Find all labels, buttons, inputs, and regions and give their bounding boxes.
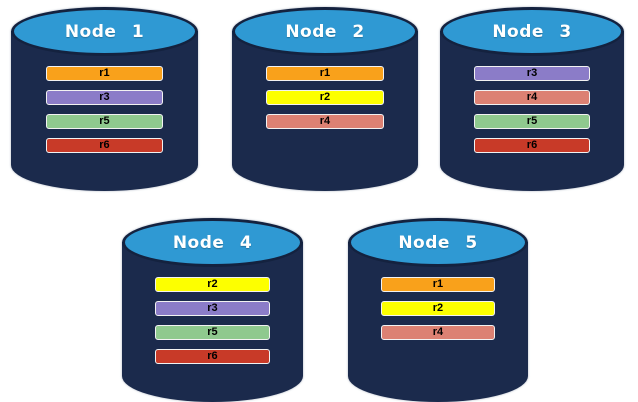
cylinder-body [11, 31, 198, 191]
replica-bar: r3 [474, 66, 590, 81]
replica-bar: r4 [266, 114, 384, 129]
replica-bar: r2 [266, 90, 384, 105]
node-title: Node 4 [172, 232, 253, 253]
replica-list: r2 r3 r5 r6 [122, 277, 303, 364]
cylinder-top: Node 3 [440, 7, 624, 56]
node-title: Node 2 [285, 21, 365, 42]
replica-bar: r6 [474, 138, 590, 153]
cylinder-top: Node 5 [348, 218, 528, 267]
replica-list: r3 r4 r5 r6 [440, 66, 624, 153]
replica-bar: r3 [45, 90, 164, 105]
node-cylinder-2: Node 2 r1 r2 r4 [232, 7, 418, 191]
node-cylinder-1: Node 1 r1 r3 r5 r6 [11, 7, 198, 191]
replica-bar: r5 [45, 114, 164, 129]
node-cylinder-4: Node 4 r2 r3 r5 r6 [122, 218, 303, 402]
cylinder-body [232, 31, 418, 191]
replica-bar: r1 [266, 66, 384, 81]
node-cylinder-3: Node 3 r3 r4 r5 r6 [440, 7, 624, 191]
cylinder-body [440, 31, 624, 191]
node-title: Node 5 [398, 232, 478, 253]
cylinder-top: Node 4 [122, 218, 303, 267]
replica-bar: r2 [381, 301, 495, 316]
replica-bar: r4 [474, 90, 590, 105]
replica-bar: r5 [155, 325, 270, 340]
cylinder-body [122, 242, 303, 402]
replica-bar: r4 [381, 325, 495, 340]
replica-list: r1 r3 r5 r6 [11, 66, 198, 153]
node-title: Node 3 [492, 21, 572, 42]
cylinder-body [348, 242, 528, 402]
replica-list: r1 r2 r4 [232, 66, 418, 129]
replica-bar: r3 [155, 301, 270, 316]
replica-bar: r6 [155, 349, 270, 364]
cylinder-top: Node 1 [11, 7, 198, 56]
cylinder-top: Node 2 [232, 7, 418, 56]
replica-list: r1 r2 r4 [348, 277, 528, 340]
replica-bar: r6 [45, 138, 164, 153]
node-cylinder-5: Node 5 r1 r2 r4 [348, 218, 528, 402]
node-title: Node 1 [64, 21, 145, 42]
replica-bar: r2 [155, 277, 270, 292]
replica-bar: r1 [381, 277, 495, 292]
replica-bar: r5 [474, 114, 590, 129]
replica-bar: r1 [45, 66, 164, 81]
